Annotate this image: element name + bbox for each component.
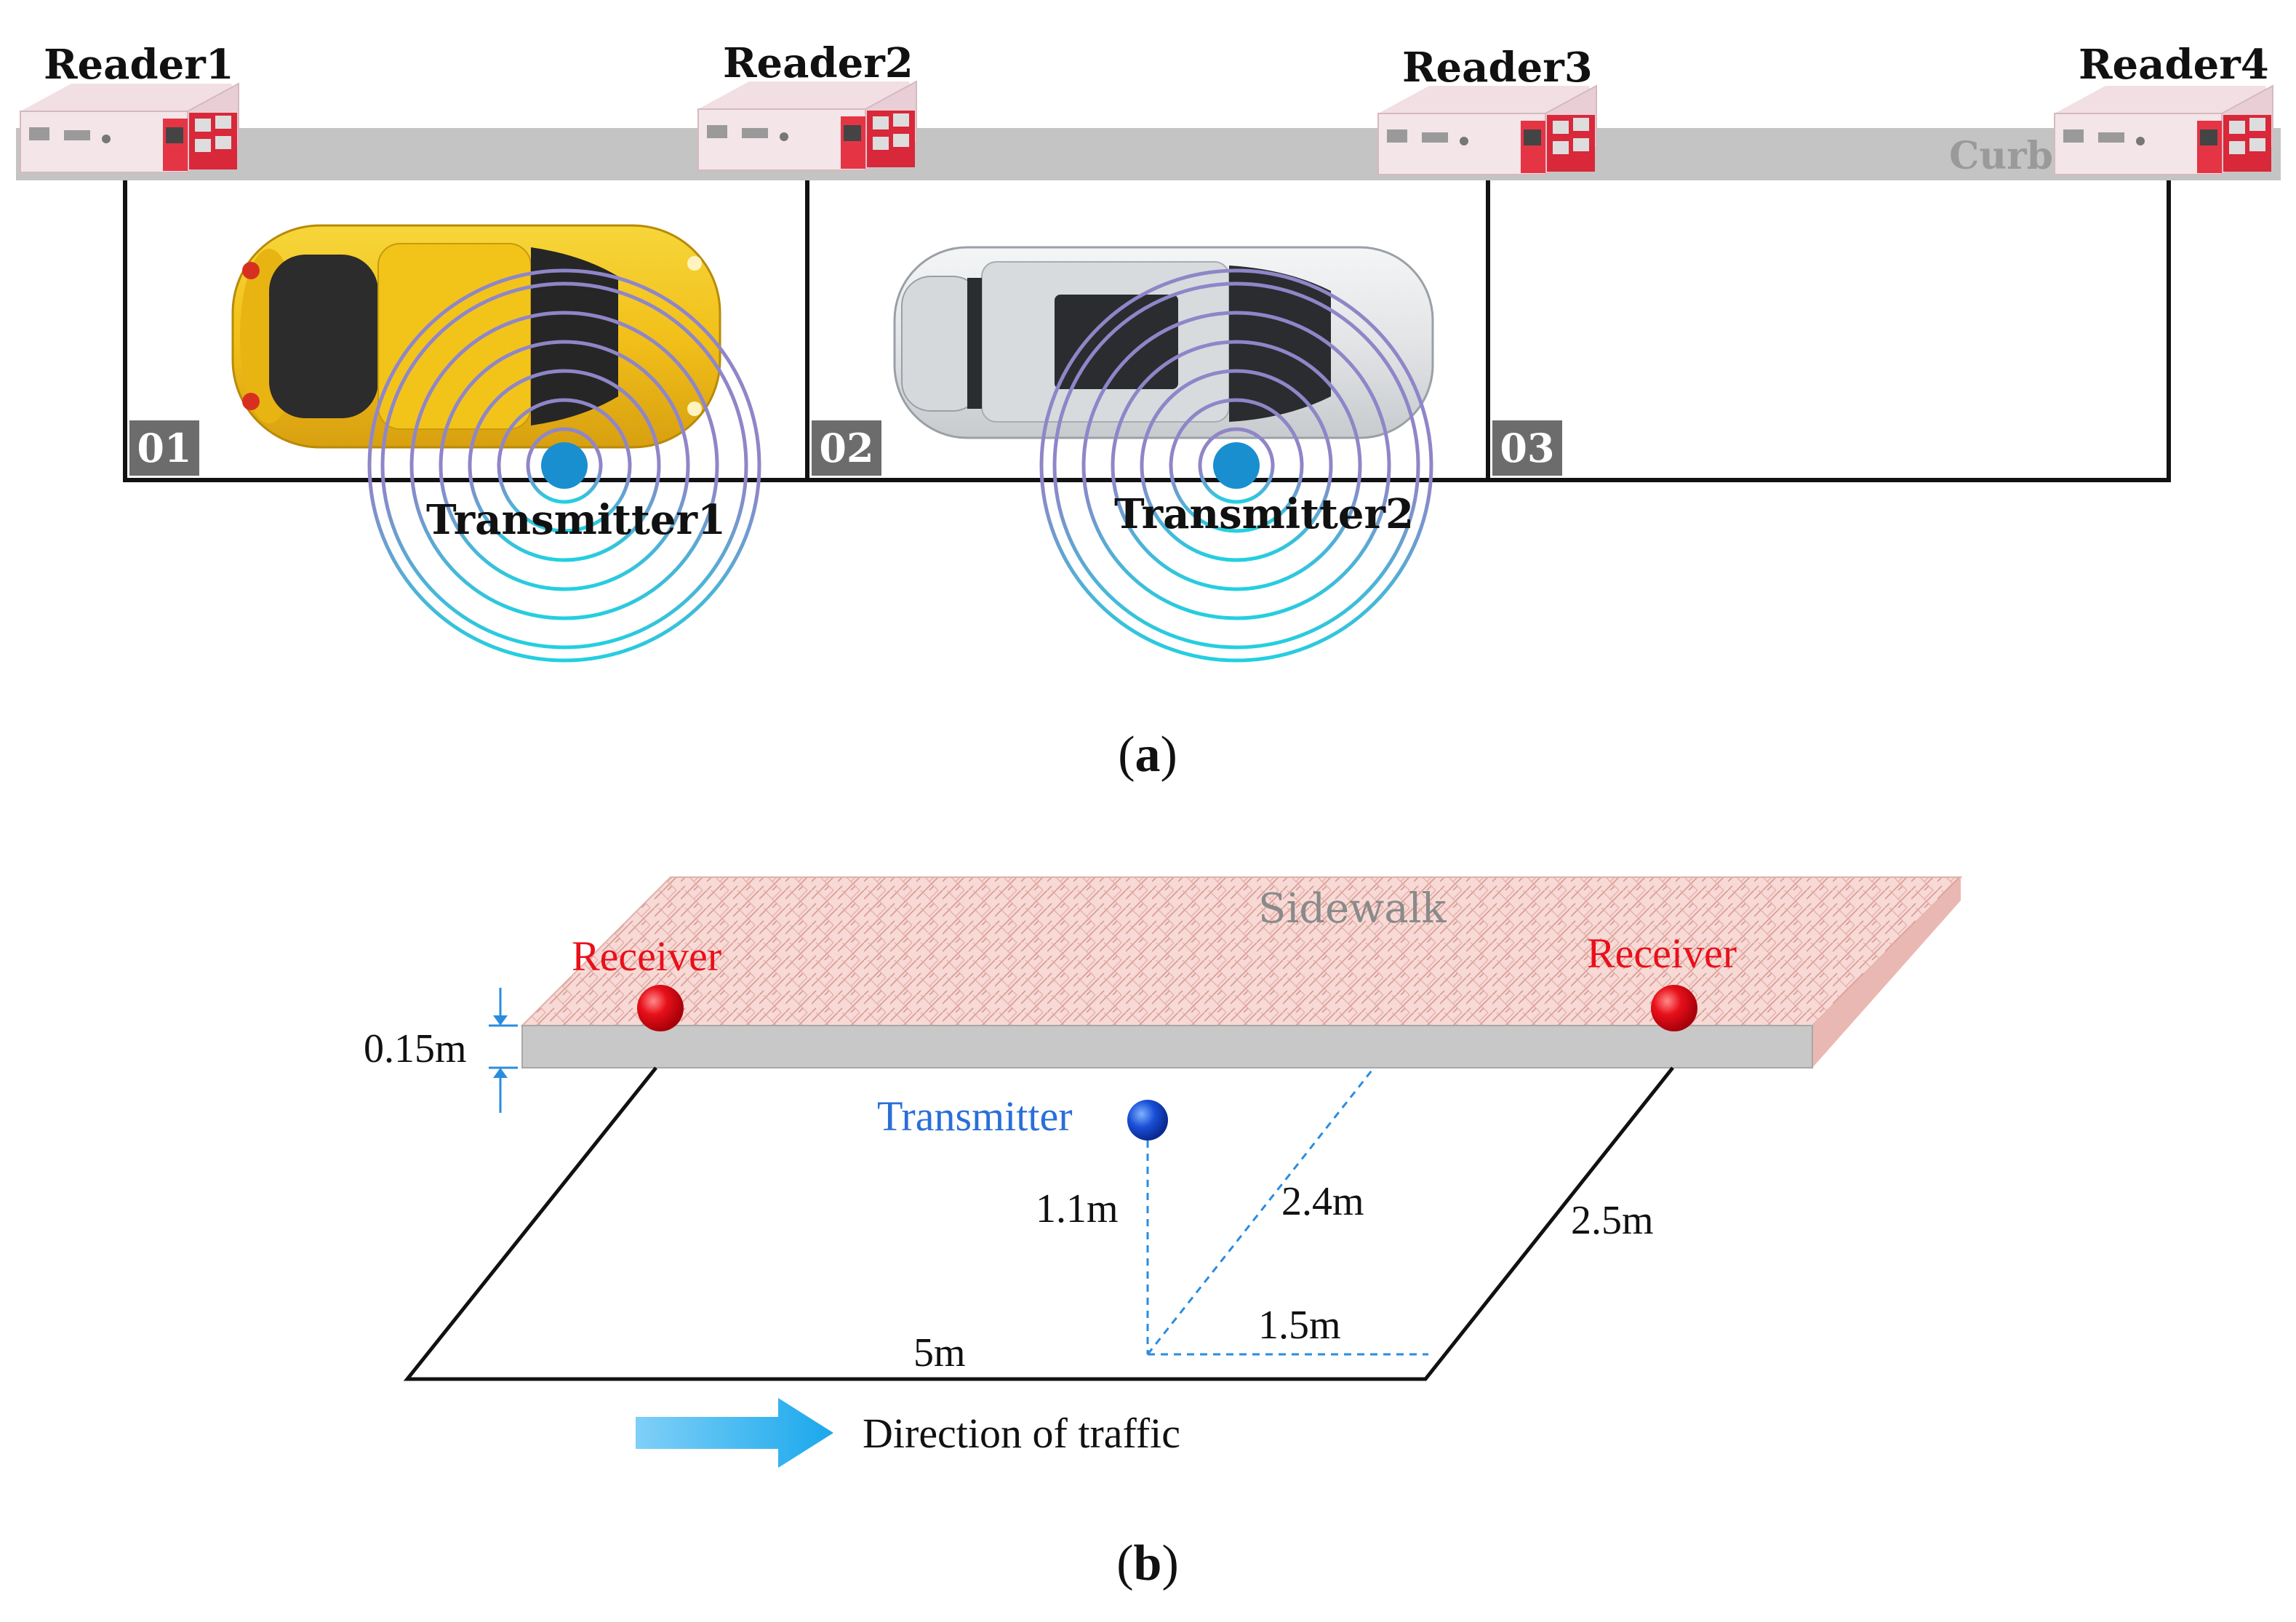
- curb-label: Curb: [1949, 134, 2053, 178]
- caption-b: (b): [1116, 1535, 1179, 1591]
- caption-a: (a): [1118, 727, 1177, 783]
- slot-number-02: 02: [812, 420, 881, 476]
- dim-diagonal: 2.4m: [1281, 1179, 1364, 1224]
- sidewalk-surface: [520, 876, 1963, 1026]
- reader2-label: Reader2: [723, 39, 913, 87]
- reader2-device-icon: [697, 81, 917, 171]
- reader1-device-icon: [20, 83, 239, 173]
- panel-b: Sidewalk Receiver Receiver Transmitter: [364, 876, 1963, 1591]
- reader4-device-icon: [2054, 85, 2273, 175]
- sidewalk-side: [1812, 877, 1961, 1068]
- measurement-lines: [1146, 1070, 1428, 1356]
- reader3-label: Reader3: [1402, 44, 1593, 92]
- traffic-label: Direction of traffic: [863, 1410, 1180, 1457]
- traffic-arrow-icon: [636, 1398, 833, 1468]
- parking-slot-outline: [403, 1066, 1674, 1381]
- sidewalk-label: Sidewalk: [1258, 885, 1447, 932]
- receiver-left-dot: [637, 985, 684, 1031]
- slot-number-03: 03: [1492, 420, 1562, 476]
- transmitter2-label: Transmitter2: [1114, 490, 1414, 538]
- receiver-left-label: Receiver: [572, 932, 721, 980]
- reader3-device-icon: [1377, 85, 1597, 175]
- dim-slot-length: 5m: [913, 1330, 966, 1375]
- reader4-label: Reader4: [2079, 41, 2269, 89]
- svg-text:02: 02: [819, 425, 873, 471]
- yellow-car-icon: [231, 224, 721, 449]
- curb-face: [521, 1025, 1813, 1068]
- dim-offset: 1.5m: [1258, 1303, 1341, 1348]
- svg-text:03: 03: [1500, 425, 1554, 471]
- wave-rings-1: [367, 268, 761, 663]
- transmitter1-label: Transmitter1: [426, 496, 726, 544]
- transmitter2-dot: [1213, 442, 1260, 489]
- transmitter1-dot: [541, 442, 588, 489]
- dim-transmitter-height: 1.1m: [1036, 1186, 1119, 1231]
- transmitter-dot: [1127, 1100, 1168, 1140]
- curb-bar: [16, 128, 2281, 180]
- dim-curb-height: 0.15m: [364, 1026, 467, 1071]
- transmitter-label: Transmitter: [877, 1092, 1073, 1140]
- curb-height-indicator: [489, 988, 518, 1113]
- reader1-label: Reader1: [44, 41, 234, 89]
- panel-a: Curb 01 02 03: [16, 39, 2281, 783]
- silver-car-icon: [893, 246, 1434, 439]
- wave-rings-2: [1039, 268, 1433, 663]
- svg-text:01: 01: [137, 425, 191, 471]
- receiver-right-label: Receiver: [1587, 930, 1737, 977]
- parking-outline: [123, 180, 2171, 482]
- dim-slot-width: 2.5m: [1571, 1198, 1654, 1243]
- slot-number-01: 01: [129, 420, 199, 476]
- receiver-right-dot: [1651, 985, 1697, 1031]
